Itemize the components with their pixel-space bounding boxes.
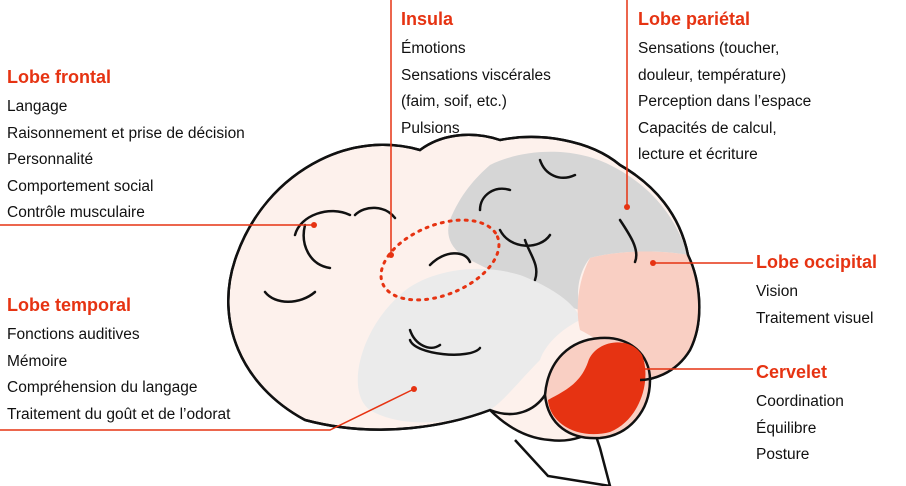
sulcus: [428, 252, 472, 267]
sulcus: [478, 187, 512, 212]
parietal-lobe-label: Lobe pariétal Sensations (toucher, doule…: [638, 8, 811, 169]
function-item: Pulsions: [401, 119, 460, 137]
function-item: Perception dans l’espace: [638, 93, 812, 110]
frontal-dot: [311, 222, 317, 228]
function-item: Fonctions auditives: [7, 326, 140, 343]
parietal-dot: [624, 204, 630, 210]
function-item: (faim, soif, etc.): [401, 93, 507, 110]
parietal-lobe: [448, 151, 688, 310]
sulcus: [618, 218, 638, 264]
insula-dot: [388, 252, 394, 258]
function-item: Émotions: [401, 40, 466, 57]
sulcus: [353, 206, 397, 220]
temporal-lobe: [357, 268, 580, 423]
function-item: Traitement visuel: [756, 309, 874, 327]
frontal-lobe-label: Lobe frontal Langage Raisonnement et pri…: [7, 66, 245, 227]
function-item: douleur, température): [638, 66, 787, 84]
temporal-dot: [411, 386, 417, 392]
function-item: Posture: [756, 446, 810, 463]
sulcus: [263, 290, 317, 303]
function-item: Vision: [756, 283, 798, 300]
sulcus: [293, 209, 352, 237]
region-title: Lobe pariétal: [638, 9, 751, 29]
function-item: Sensations (toucher,: [638, 40, 780, 57]
sulcus: [498, 228, 552, 247]
cerebellum-highlight: [548, 342, 646, 435]
function-item: Personnalité: [7, 151, 94, 168]
region-title: Cervelet: [756, 362, 828, 382]
function-item: Mémoire: [7, 352, 68, 370]
occipital-dot: [650, 260, 656, 266]
sulcus: [523, 238, 538, 282]
sulcus: [408, 338, 482, 356]
function-item: Équilibre: [756, 419, 817, 437]
temporal-lobe-label: Lobe temporal Fonctions auditives Mémoir…: [7, 294, 230, 428]
occipital-lobe: [577, 251, 700, 381]
occipital-lobe-label: Lobe occipital Vision Traitement visuel: [756, 251, 877, 332]
sulcus: [302, 223, 332, 270]
function-item: Langage: [7, 98, 68, 115]
function-item: Comportement social: [7, 177, 154, 195]
cerebellum-label: Cervelet Coordination Équilibre Posture: [756, 361, 844, 469]
function-item: Compréhension du langage: [7, 379, 198, 396]
function-item: Contrôle musculaire: [7, 204, 145, 221]
region-title: Insula: [401, 9, 454, 29]
function-item: Sensations viscérales: [401, 66, 551, 84]
function-item: Traitement du goût et de l’odorat: [7, 405, 231, 423]
function-item: Coordination: [756, 393, 844, 410]
insula-region: [379, 218, 501, 302]
region-title: Lobe occipital: [756, 252, 878, 272]
insula-label: Insula Émotions Sensations viscérales (f…: [401, 8, 551, 142]
cervelet-dot: [639, 366, 645, 372]
function-item: Raisonnement et prise de décision: [7, 124, 245, 142]
region-title: Lobe temporal: [7, 295, 132, 315]
sulcus: [408, 328, 442, 349]
region-title: Lobe frontal: [7, 67, 111, 87]
function-item: Capacités de calcul,: [638, 119, 777, 137]
function-item: lecture et écriture: [638, 146, 758, 163]
temporal-leader: [0, 388, 415, 431]
sulcus: [538, 158, 577, 179]
